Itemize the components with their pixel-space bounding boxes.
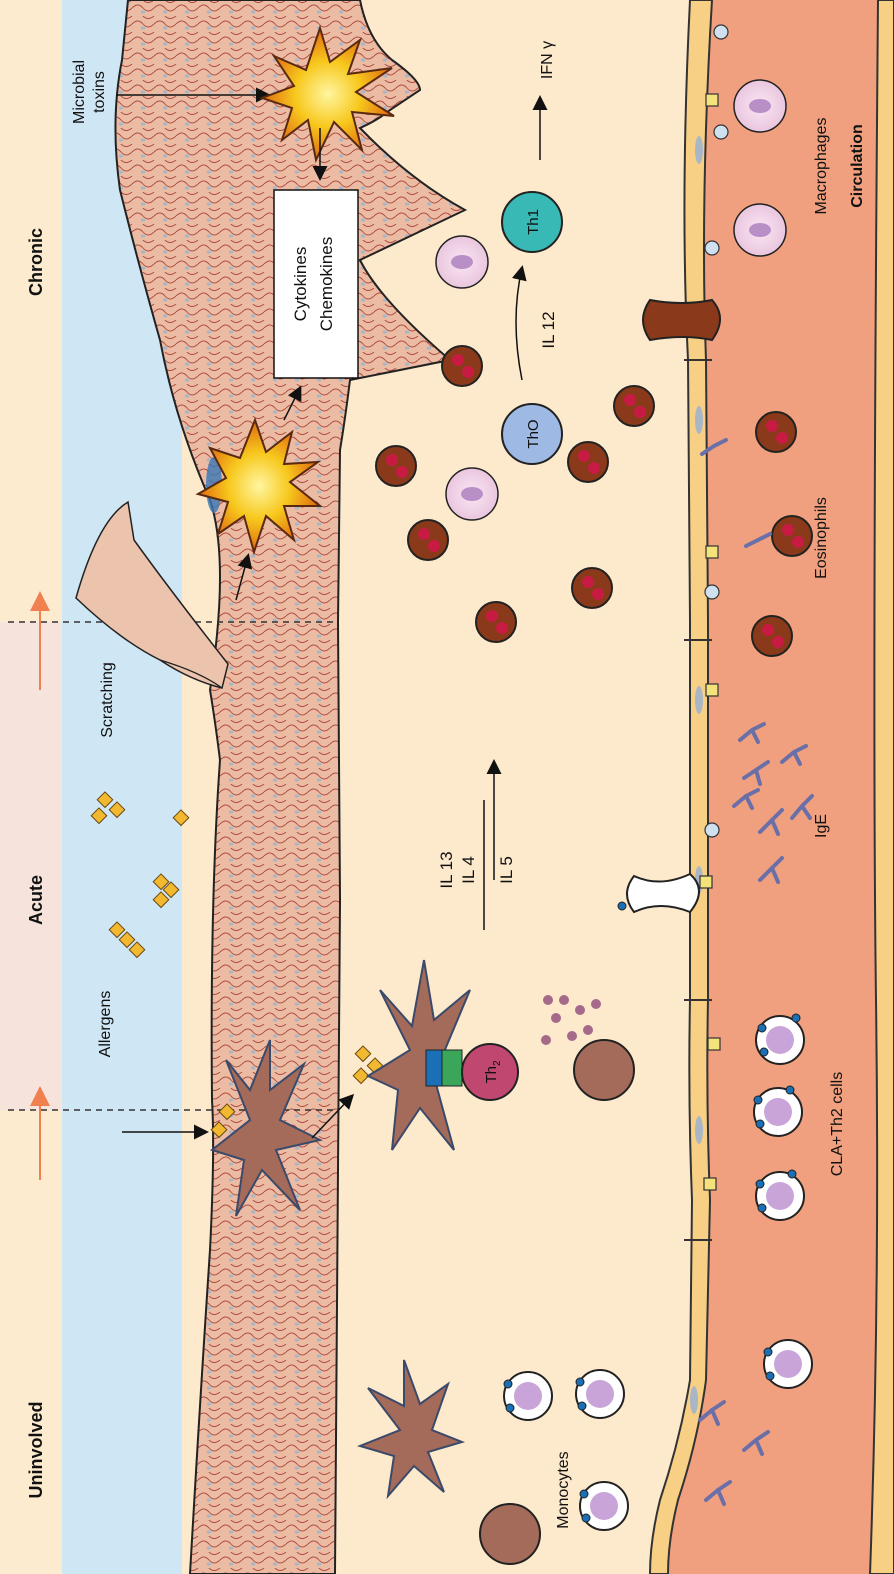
label-cla-th2: CLA+Th2 cells xyxy=(829,1072,846,1177)
label-il13: IL 13 xyxy=(437,851,456,888)
stage-label-acute: Acute xyxy=(26,875,46,925)
label-microbial-toxins-1: Microbial xyxy=(71,60,88,124)
stage-band-uninvolved xyxy=(0,1110,62,1574)
label-allergens: Allergens xyxy=(97,991,114,1058)
cytokines-box xyxy=(274,190,358,378)
transmigrating-eosinophil xyxy=(643,300,720,340)
label-th0: ThO xyxy=(525,419,542,448)
label-il4: IL 4 xyxy=(459,856,478,884)
stage-band-chronic xyxy=(0,0,62,622)
tcr-complex xyxy=(442,1050,462,1086)
label-il5: IL 5 xyxy=(497,856,516,884)
label-il12: IL 12 xyxy=(539,311,558,348)
stage-label-uninvolved: Uninvolved xyxy=(26,1401,46,1498)
label-ige: IgE xyxy=(813,814,830,838)
label-scratching: Scratching xyxy=(99,662,116,738)
stage-band-acute xyxy=(0,622,62,1110)
label-circulation: Circulation xyxy=(849,124,866,208)
mast-cell-dermis xyxy=(574,1040,634,1100)
label-cytokines: Cytokines xyxy=(291,247,310,322)
label-eosinophils: Eosinophils xyxy=(813,497,830,579)
mhc-complex xyxy=(426,1050,442,1086)
label-monocytes: Monocytes xyxy=(555,1451,572,1528)
label-chemokines: Chemokines xyxy=(317,237,336,332)
stage-label-chronic: Chronic xyxy=(26,228,46,296)
label-microbial-toxins-2: toxins xyxy=(91,71,108,113)
label-th1: Th1 xyxy=(525,209,542,235)
label-ifn: IFN γ xyxy=(539,41,556,79)
label-macrophages: Macrophages xyxy=(813,118,830,215)
monocyte-brown xyxy=(480,1504,540,1564)
